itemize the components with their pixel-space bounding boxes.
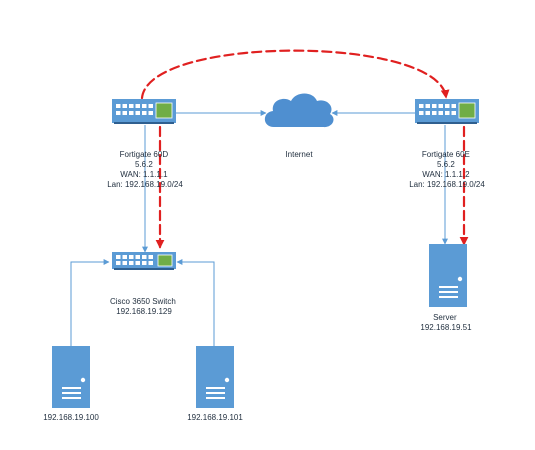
links — [70, 110, 448, 346]
flow-arc-fw-left-to-fw-right — [140, 49, 450, 100]
port-icon — [129, 104, 134, 108]
port-icon — [445, 104, 450, 108]
port-icon — [116, 261, 121, 265]
server-device[interactable] — [429, 244, 467, 307]
cloud-icon — [264, 93, 334, 128]
cisco-3650-switch-device[interactable] — [112, 252, 176, 270]
cisco-switch-label: Cisco 3650 Switch 192.168.19.129 — [110, 297, 178, 316]
fortigate-60d-device[interactable] — [112, 99, 176, 124]
uplink-module — [157, 254, 173, 267]
port-icon — [116, 255, 121, 259]
internet-label: Internet — [285, 150, 313, 159]
port-icon — [135, 255, 140, 259]
port-icon — [148, 255, 153, 259]
host-100-device[interactable] — [52, 346, 90, 408]
uplink-module — [458, 102, 476, 119]
host-100-label: 192.168.19.100 — [43, 413, 99, 422]
port-icon — [419, 111, 424, 115]
port-row — [116, 104, 153, 115]
port-icon — [142, 261, 147, 265]
port-icon — [129, 261, 134, 265]
host-101-label: 192.168.19.101 — [187, 413, 243, 422]
port-icon — [122, 255, 127, 259]
port-icon — [135, 104, 140, 108]
port-icon — [135, 261, 140, 265]
port-icon — [148, 104, 153, 108]
port-icon — [425, 104, 430, 108]
port-icon — [445, 111, 450, 115]
uplink-module — [155, 102, 173, 119]
port-icon — [129, 111, 134, 115]
port-icon — [148, 111, 153, 115]
port-icon — [438, 104, 443, 108]
port-icon — [129, 255, 134, 259]
port-icon — [142, 111, 147, 115]
server-label: Server 192.168.19.51 — [420, 313, 472, 332]
internet-cloud[interactable] — [264, 93, 334, 128]
port-icon — [142, 255, 147, 259]
port-icon — [432, 111, 437, 115]
port-icon — [142, 104, 147, 108]
port-icon — [122, 111, 127, 115]
port-icon — [122, 261, 127, 265]
port-icon — [451, 104, 456, 108]
port-icon — [148, 261, 153, 265]
fortigate-60e-device[interactable] — [415, 99, 479, 124]
traffic-flow — [140, 49, 469, 249]
port-row — [419, 104, 456, 115]
link-host-left-to-switch — [70, 259, 110, 346]
port-icon — [432, 104, 437, 108]
port-icon — [419, 104, 424, 108]
fortigate-60e-label: Fortigate 60E 5.6.2 WAN: 1.1.1.2 Lan: 19… — [409, 150, 485, 189]
port-icon — [438, 111, 443, 115]
fortigate-60d-label: Fortigate 60D 5.6.2 WAN: 1.1.1.1 Lan: 19… — [107, 150, 183, 189]
port-icon — [122, 104, 127, 108]
port-icon — [116, 111, 121, 115]
host-101-device[interactable] — [196, 346, 234, 408]
port-row — [116, 255, 153, 265]
port-icon — [116, 104, 121, 108]
port-icon — [425, 111, 430, 115]
port-icon — [135, 111, 140, 115]
port-icon — [451, 111, 456, 115]
link-host-right-to-switch — [176, 259, 215, 346]
